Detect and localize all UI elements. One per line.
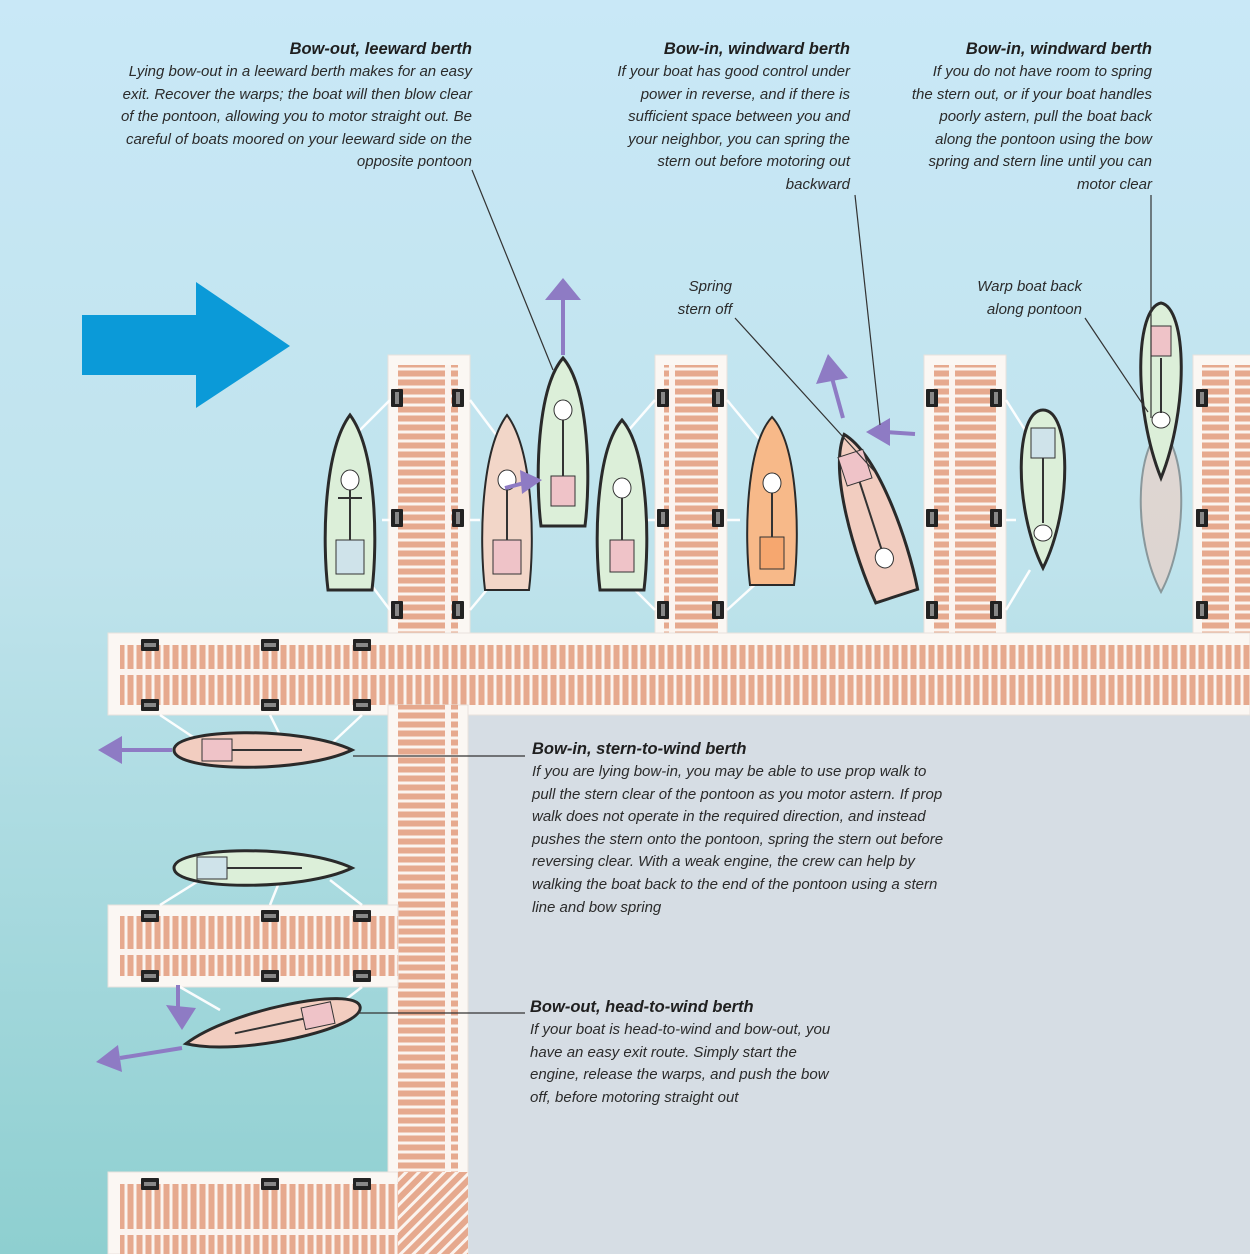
caption-title: Bow-in, stern-to-wind berth bbox=[532, 738, 952, 761]
caption-head-to-wind-berth: Bow-out, head-to-wind berth If your boat… bbox=[530, 996, 850, 1109]
caption-title: Bow-in, windward berth bbox=[910, 38, 1152, 61]
caption-body: If your boat has good control under powe… bbox=[608, 61, 850, 197]
caption-body: If you do not have room to spring the st… bbox=[910, 61, 1152, 197]
caption-title: Bow-out, head-to-wind berth bbox=[530, 996, 850, 1019]
caption-body: If you are lying bow-in, you may be able… bbox=[532, 761, 952, 919]
caption-title: Bow-in, windward berth bbox=[608, 38, 850, 61]
caption-windward-berth-2: Bow-in, windward berth If you do not hav… bbox=[910, 38, 1152, 197]
caption-stern-to-wind-berth: Bow-in, stern-to-wind berth If you are l… bbox=[532, 738, 952, 919]
caption-body: Lying bow-out in a leeward berth makes f… bbox=[120, 61, 472, 174]
spine-walkway bbox=[388, 705, 468, 1254]
caption-windward-berth-1: Bow-in, windward berth If your boat has … bbox=[608, 38, 850, 197]
caption-title: Bow-out, leeward berth bbox=[120, 38, 472, 61]
main-walkway bbox=[108, 633, 1250, 715]
caption-leeward-berth: Bow-out, leeward berth Lying bow-out in … bbox=[120, 38, 472, 174]
caption-spring-stern-off: Spring stern off bbox=[660, 276, 732, 321]
caption-warp-boat-back: Warp boat back along pontoon bbox=[950, 276, 1082, 321]
caption-body: Spring stern off bbox=[660, 276, 732, 321]
caption-body: Warp boat back along pontoon bbox=[950, 276, 1082, 321]
caption-body: If your boat is head-to-wind and bow-out… bbox=[530, 1019, 850, 1109]
